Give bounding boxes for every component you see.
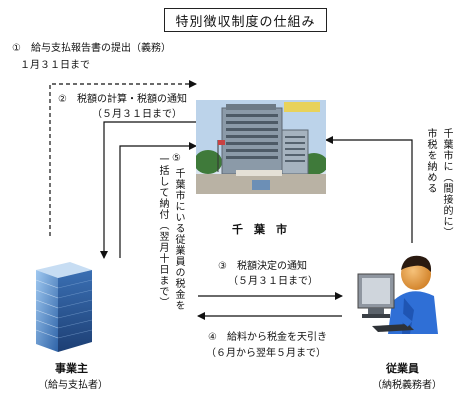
step5-text-col2: 一括して納付（翌月十日まで） (157, 154, 168, 308)
indirect-arrow (325, 136, 413, 243)
employer-building-icon (35, 262, 93, 352)
step4-deadline: （６月から翌年５月まで） (206, 348, 326, 359)
step1-deadline: １月３１日まで (20, 60, 90, 71)
city-hall-illustration (196, 100, 326, 194)
employee-label: 従業員 (386, 362, 419, 375)
diagram-title: 特別徴収制度の仕組み (164, 8, 327, 32)
step3-deadline: （５月３１日まで） (228, 276, 318, 287)
step2-label: ② 税額の計算・税額の通知 (58, 94, 187, 105)
indirect-text-col2: 市税を納める (425, 128, 436, 194)
step5-number: ⑤ (172, 153, 181, 164)
step5-arrow (119, 142, 197, 258)
indirect-text-col1: 千葉市に（間接的に） (441, 128, 452, 238)
step2-deadline: （５月３１日まで） (92, 109, 182, 120)
employer-label: 事業主 (55, 362, 88, 375)
employee-computer-icon (357, 255, 438, 334)
step5-text-col1: 千葉市にいる従業員の税金を (173, 168, 184, 311)
step1-label: ① 給与支払報告書の提出（義務） (12, 43, 171, 54)
city-label: 千 葉 市 (232, 223, 287, 236)
step3-label: ③ 税額決定の通知 (218, 261, 307, 272)
employee-sublabel: （納税義務者） (372, 380, 442, 391)
step1-arrow (49, 80, 197, 236)
employer-sublabel: （給与支払者） (38, 380, 108, 391)
step4-label: ④ 給料から税金を天引き (208, 332, 327, 343)
step2-arrow (100, 121, 196, 259)
